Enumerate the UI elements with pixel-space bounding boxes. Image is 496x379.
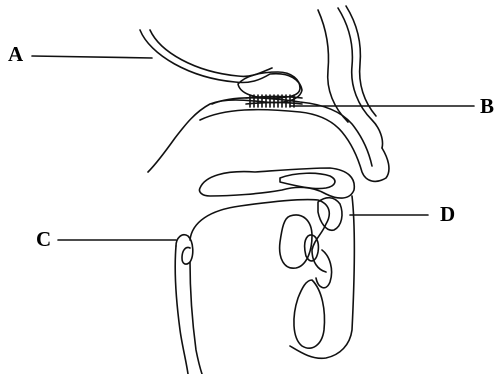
neck-inner-lower: [190, 262, 202, 374]
pharynx-back-line: [290, 196, 354, 358]
nasal-passage-lower: [200, 110, 389, 182]
tongue-lobe: [280, 215, 312, 268]
label-a: A: [8, 44, 23, 65]
palate-inner: [280, 173, 335, 188]
posterior-wall: [316, 250, 332, 288]
label-c: C: [36, 229, 51, 250]
palate-outline: [199, 168, 354, 198]
neck-front-lower: [175, 246, 188, 374]
leader-line-a: [32, 56, 152, 58]
nose-bridge-line-2: [346, 6, 376, 116]
larynx-shape: [294, 280, 325, 348]
neck-front-outline: [176, 235, 193, 264]
label-d: D: [440, 204, 455, 225]
nasal-passage-upper: [212, 98, 372, 166]
upper-cavity-inner-outline: [150, 30, 272, 76]
label-b: B: [480, 96, 494, 117]
